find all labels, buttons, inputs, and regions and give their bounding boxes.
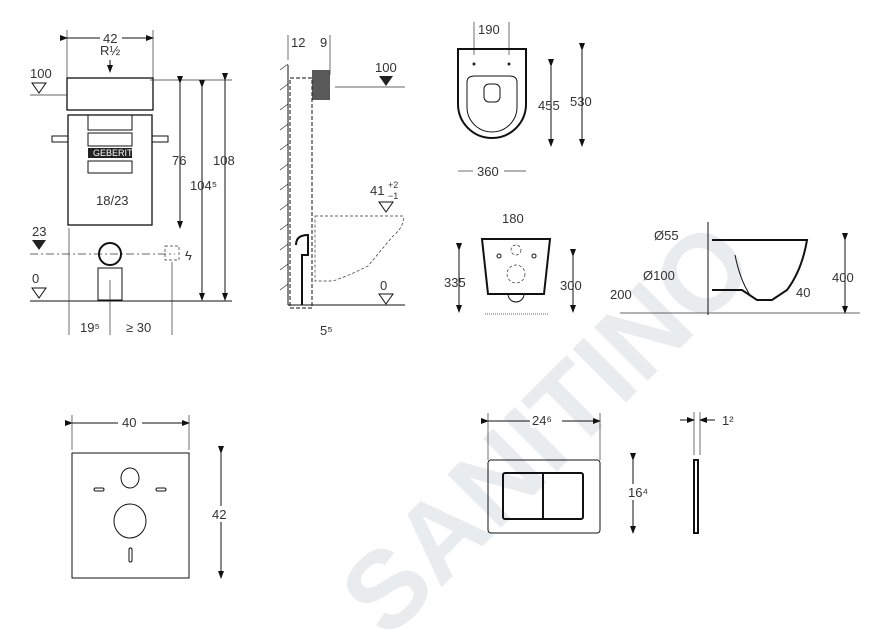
inner-dim: 18/23 (96, 193, 129, 208)
depth-12: 12 (291, 35, 305, 50)
brand-text: GEBERIT (93, 148, 133, 158)
flush-plate: 24⁶ 16⁴ 1² (481, 412, 734, 534)
level-23: 23 (32, 224, 46, 239)
level-100: 100 (30, 66, 52, 81)
plate-depth: 1² (722, 413, 734, 428)
bowl-top-view: 190 455 530 360 (457, 22, 592, 179)
level-0: 0 (32, 271, 39, 286)
diameter-100: Ø100 (643, 268, 675, 283)
mat-height: 42 (212, 507, 226, 522)
thread-label: R½ (100, 43, 120, 58)
seat-height-41: 41 (370, 183, 384, 198)
frame-width: 42 (103, 31, 117, 46)
seat-hole-spacing: 190 (478, 22, 500, 37)
mat-width: 40 (122, 415, 136, 430)
tolerance-minus: −1 (388, 191, 398, 201)
height-300: 300 (560, 278, 582, 293)
plate-width: 24⁶ (532, 413, 552, 428)
height-104: 104⁵ (190, 178, 217, 193)
height-400: 400 (832, 270, 854, 285)
bowl-width-360: 360 (477, 164, 499, 179)
soundproof-mat: 40 42 (65, 414, 232, 579)
length-455: 455 (538, 98, 560, 113)
bowl-side-view: Ø55 Ø100 200 400 40 (610, 222, 860, 315)
height-200: 200 (610, 287, 632, 302)
diameter-55: Ø55 (654, 228, 679, 243)
height-335: 335 (444, 275, 466, 290)
tolerance-plus: +2 (388, 180, 398, 190)
offset-19: 19⁵ (80, 320, 100, 335)
height-76: 76 (172, 153, 186, 168)
min-distance: ≥ 30 (126, 320, 151, 335)
length-530: 530 (570, 94, 592, 109)
bowl-back-view: 180 335 300 (444, 211, 582, 315)
geberit-logo (88, 148, 132, 158)
depth-40: 40 (796, 285, 810, 300)
plate-height: 16⁴ (628, 485, 648, 500)
depth-9: 9 (320, 35, 327, 50)
side-level-0: 0 (380, 278, 387, 293)
electric-icon: ϟ (185, 248, 192, 263)
fixing-hole-spacing: 180 (502, 211, 524, 226)
height-108: 108 (213, 153, 235, 168)
installation-frame-side: 12 9 100 41 +2 −1 0 5⁵ (279, 35, 405, 338)
depth-55: 5⁵ (320, 323, 333, 338)
side-level-100: 100 (375, 60, 397, 75)
installation-frame-front: 42 R½ GEBERIT 100 76 104⁵ 108 18/23 23 ϟ… (30, 30, 235, 335)
